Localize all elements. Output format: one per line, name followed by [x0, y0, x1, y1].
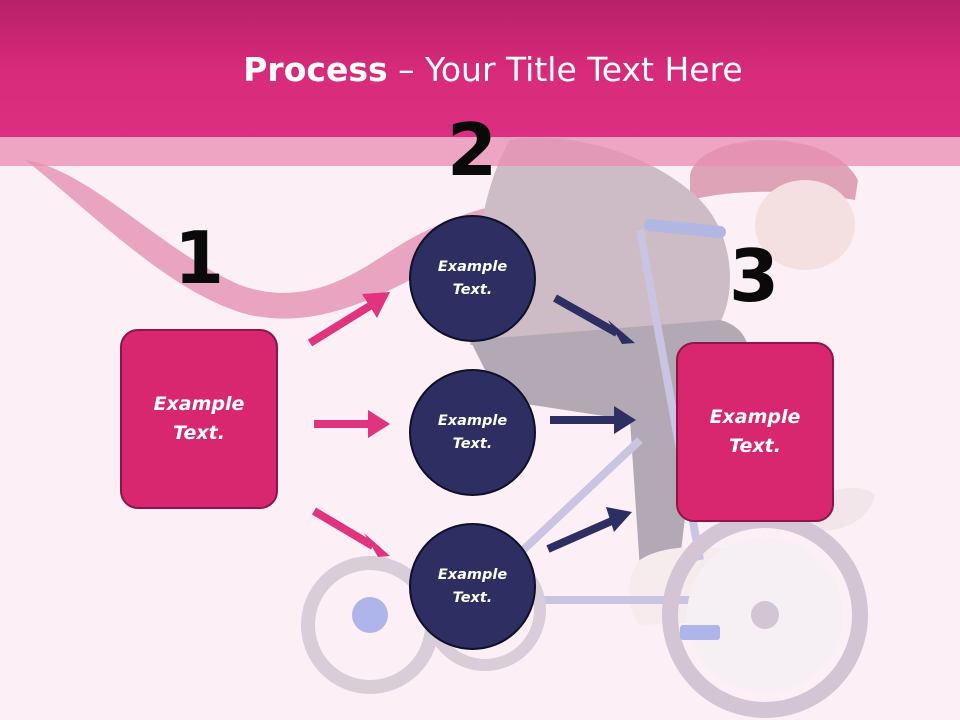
input-box[interactable]: Example Text.	[120, 329, 278, 509]
step-number-3: 3	[714, 240, 794, 312]
circle-text-middle: Example Text.	[428, 410, 518, 456]
circle-text-top: Example Text.	[428, 256, 518, 302]
title-bold: Process	[243, 50, 387, 89]
circle-text-bottom: Example Text.	[428, 564, 518, 610]
input-box-text: Example Text.	[139, 390, 259, 448]
step-number-1: 1	[159, 222, 239, 294]
process-circle-bottom[interactable]: Example Text.	[409, 523, 536, 650]
step-number-2: 2	[432, 114, 512, 186]
process-circle-middle[interactable]: Example Text.	[409, 369, 536, 496]
output-box-text: Example Text.	[695, 403, 815, 461]
output-box[interactable]: Example Text.	[676, 342, 834, 522]
title-rest: – Your Title Text Here	[388, 50, 743, 89]
process-circle-top[interactable]: Example Text.	[409, 215, 536, 342]
slide-title: Process – Your Title Text Here	[0, 50, 960, 89]
